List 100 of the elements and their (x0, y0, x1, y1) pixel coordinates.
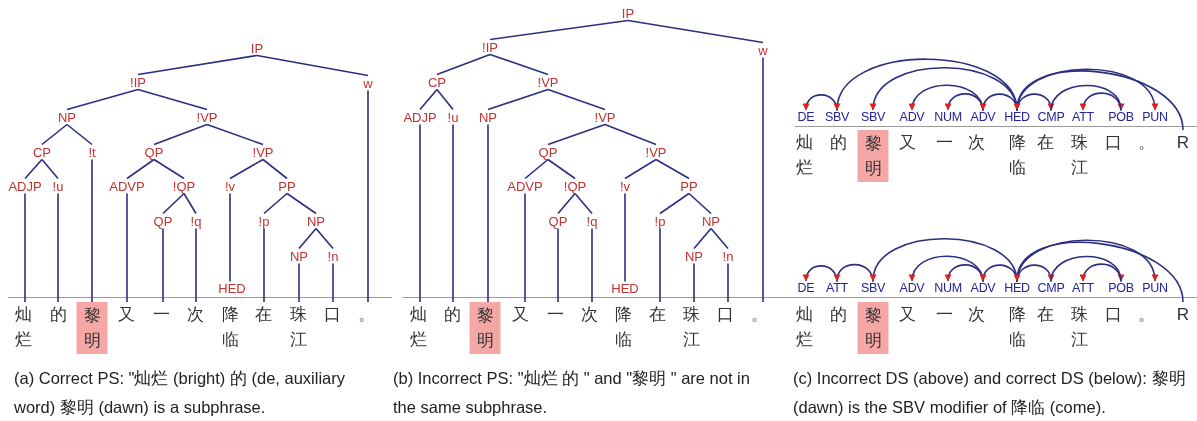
dependency-arc (835, 58, 1018, 112)
dependency-label: NUM (934, 110, 962, 124)
dependency-label: ADV (899, 281, 925, 295)
constituent-label: !p (258, 214, 270, 228)
word: 一 (152, 302, 170, 327)
word: R (1174, 130, 1192, 155)
leaf-line (332, 262, 334, 303)
word: 灿烂 (795, 302, 813, 352)
constituent-label: QP (538, 145, 558, 159)
dependency-label: SBV (824, 110, 850, 124)
dependency-label: SBV (860, 110, 886, 124)
tree-branch (655, 158, 690, 180)
dependency-label: ADV (970, 281, 996, 295)
tree-branch (604, 123, 657, 146)
dependency-arc (1015, 241, 1184, 303)
leaf-line (591, 227, 593, 303)
tree-branch (137, 54, 258, 76)
dependency-arc (980, 93, 1018, 112)
caption: (a) Correct PS: "灿烂 (bright) 的 (de, auxiliary word) 黎明 (dawn) is a subphrase. (14, 368, 347, 418)
dependency-arc (1050, 255, 1124, 283)
tree-branch (710, 227, 729, 250)
tree-branch (229, 158, 264, 180)
constituent-label: CP (32, 145, 52, 159)
constituent-label: NP (289, 249, 309, 263)
dependency-label: DE (797, 110, 815, 124)
word: 降临 (1008, 130, 1026, 180)
word: 次 (186, 302, 204, 327)
constituent-label: !VP (252, 145, 274, 159)
tree-branch (574, 192, 593, 215)
caption: (b) Incorrect PS: "灿烂 的 " and "黎明 " are not in the same subphrase. (393, 368, 751, 418)
tree-branch (153, 158, 185, 180)
word: 次 (967, 130, 985, 155)
word: 珠江 (1070, 130, 1088, 180)
constituent-label: IP (250, 41, 264, 55)
word: 灿烂 (795, 130, 813, 180)
constituent-label: !VP (537, 75, 559, 89)
tree-branch (487, 88, 549, 111)
tree-branch (315, 227, 334, 250)
tree-branch (206, 123, 264, 146)
tree-branch (126, 158, 155, 180)
dependency-label: PUN (1142, 110, 1168, 124)
dependency-arc (1080, 92, 1122, 112)
leaf-line (195, 227, 197, 303)
word: 在 (1036, 130, 1054, 155)
word: 一 (935, 130, 953, 155)
tree-branch (624, 158, 657, 180)
constituent-label: NP (684, 249, 704, 263)
constituent-label: !VP (196, 110, 218, 124)
constituent-label: !VP (645, 145, 667, 159)
word: 的 (443, 302, 461, 327)
leaf-line (419, 123, 421, 303)
caption: (c) Incorrect DS (above) and correct DS (below): 黎明 (dawn) is the SBV modifier of 降临 (come). (793, 368, 1187, 418)
word: 。 (1137, 130, 1155, 155)
constituent-label: QP (144, 145, 164, 159)
word: 一 (546, 302, 564, 327)
leaf-line (162, 227, 164, 303)
head-label: HED (611, 281, 639, 295)
word: 灿烂 (14, 302, 32, 352)
constituent-label: !v (224, 179, 236, 193)
dependency-label: NUM (934, 281, 962, 295)
constituent-label: NP (701, 214, 721, 228)
highlighted-word: 黎明 (76, 302, 108, 354)
word: 珠江 (1070, 302, 1088, 352)
dependency-arc (909, 255, 984, 283)
word: 。 (1137, 302, 1155, 327)
constituent-label: QP (153, 214, 173, 228)
constituent-label: !IP (482, 40, 498, 54)
tree-branch (66, 88, 139, 111)
constituent-label: !VP (594, 110, 616, 124)
dependency-arc (1050, 84, 1124, 112)
constituent-label: ADVP (507, 179, 543, 193)
dependency-label: CMP (1037, 281, 1065, 295)
tree-branch (153, 123, 208, 146)
tree-branch (262, 158, 288, 180)
word: 在 (254, 302, 272, 327)
word: 口 (323, 302, 341, 327)
leaf-line (126, 192, 128, 303)
tree-branch (436, 88, 454, 111)
tree-branch (557, 192, 576, 215)
dependency-arc (1080, 263, 1122, 283)
leaf-line (229, 192, 231, 283)
tree-branch (66, 123, 93, 146)
constituent-label: !q (190, 214, 202, 228)
constituent-label: !p (654, 214, 666, 228)
constituent-label: !u (52, 179, 64, 193)
leaf-line (452, 123, 454, 303)
leaf-line (57, 192, 59, 303)
highlighted-word: 黎明 (469, 302, 501, 354)
leaf-line (557, 227, 559, 303)
leaf-line (263, 227, 265, 303)
constituent-label: ADVP (109, 179, 145, 193)
word: 珠江 (289, 302, 307, 352)
constituent-label: QP (548, 214, 568, 228)
constituent-label: !q (586, 214, 598, 228)
word: 降临 (221, 302, 239, 352)
head-label: HED (218, 281, 246, 295)
word: 次 (967, 302, 985, 327)
dependency-label: ATT (826, 281, 848, 295)
constituent-label: PP (278, 179, 296, 193)
dependency-arc (1016, 239, 1158, 283)
